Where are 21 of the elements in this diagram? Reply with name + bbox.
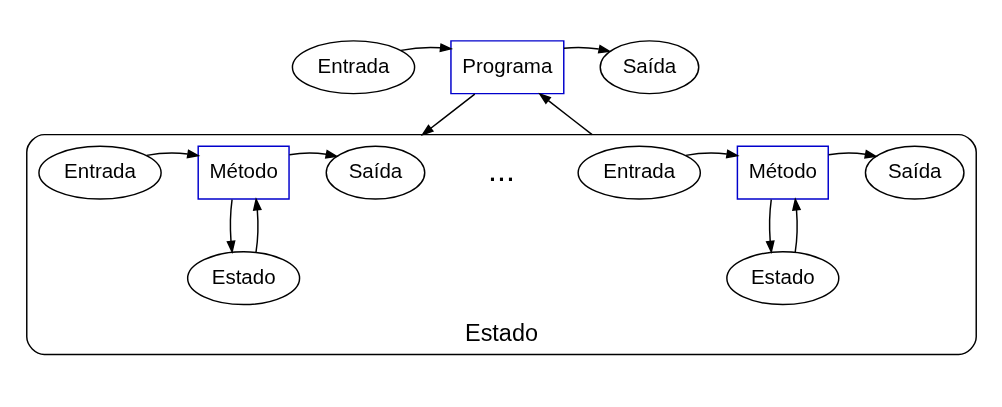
arrow (562, 44, 612, 54)
arrow (145, 149, 200, 159)
node-ellipse: Estado (725, 251, 839, 306)
arrow (765, 198, 775, 254)
node-ellipse: Entrada (37, 145, 162, 200)
arrow (225, 198, 236, 254)
node-box: Programa (449, 40, 564, 95)
arrow (252, 197, 262, 254)
label: ... (487, 151, 515, 188)
node-box: Método (196, 145, 290, 200)
node-ellipse: Entrada (576, 145, 701, 200)
arrow (791, 197, 801, 254)
node-ellipse: Estado (186, 251, 300, 306)
arrow (827, 149, 878, 159)
arrow (684, 149, 740, 159)
arrow (537, 92, 593, 136)
arrow (399, 43, 453, 53)
arrow (420, 93, 475, 136)
node-ellipse: Entrada (291, 40, 415, 95)
arrow (288, 149, 339, 159)
node-box: Método (736, 145, 829, 200)
